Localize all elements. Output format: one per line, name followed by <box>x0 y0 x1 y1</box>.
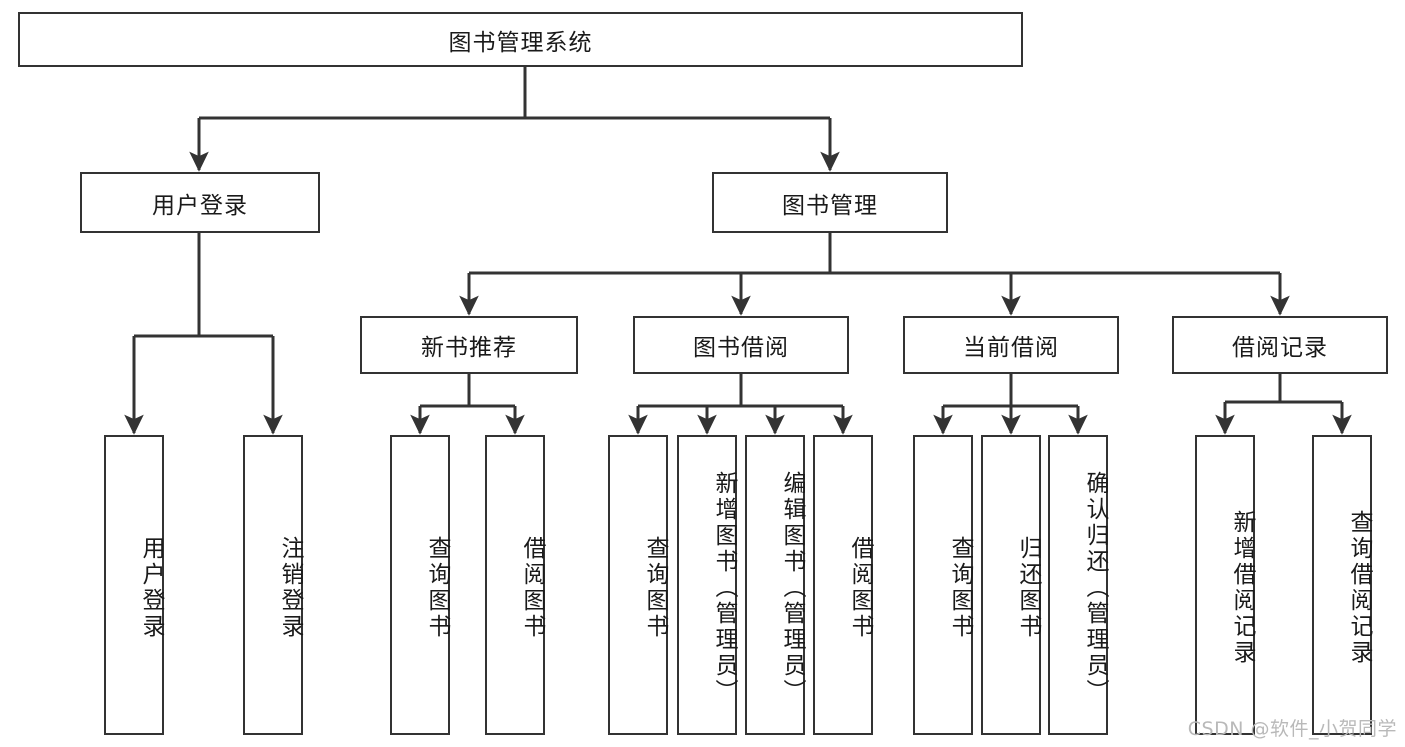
node-leaf-cur-query-book-label: 查询图书 <box>947 536 973 640</box>
node-leaf-add-borrow-record-label: 新增借阅记录 <box>1229 510 1255 666</box>
node-leaf-confirm-return-label: 确认归还（管理员） <box>1082 471 1108 705</box>
node-leaf-return-book-label: 归还图书 <box>1015 536 1041 640</box>
node-leaf-return-book[interactable]: 归还图书 <box>981 435 1041 735</box>
node-book-manage-label: 图书管理 <box>782 192 878 219</box>
node-book-borrow-label: 图书借阅 <box>693 335 789 361</box>
node-leaf-user-login[interactable]: 用户登录 <box>104 435 164 735</box>
node-leaf-rec-query-book-label: 查询图书 <box>424 536 450 640</box>
node-book-borrow[interactable]: 图书借阅 <box>633 316 849 374</box>
node-new-book-recommend-label: 新书推荐 <box>421 335 517 361</box>
node-leaf-confirm-return[interactable]: 确认归还（管理员） <box>1048 435 1108 735</box>
node-user-login-label: 用户登录 <box>152 192 248 219</box>
node-leaf-user-login-label: 用户登录 <box>138 536 164 640</box>
node-leaf-borrow-book-label: 借阅图书 <box>847 536 873 640</box>
node-leaf-query-borrow-record[interactable]: 查询借阅记录 <box>1312 435 1372 735</box>
node-user-login[interactable]: 用户登录 <box>80 172 320 233</box>
node-leaf-edit-book-label: 编辑图书（管理员） <box>779 471 805 705</box>
node-current-borrow[interactable]: 当前借阅 <box>903 316 1119 374</box>
node-leaf-add-book[interactable]: 新增图书（管理员） <box>677 435 737 735</box>
csdn-watermark: CSDN @软件_小贺同学 <box>1187 718 1397 740</box>
node-leaf-logout-label: 注销登录 <box>277 536 303 640</box>
node-root[interactable]: 图书管理系统 <box>18 12 1023 67</box>
node-leaf-rec-query-book[interactable]: 查询图书 <box>390 435 450 735</box>
node-leaf-rec-borrow-book[interactable]: 借阅图书 <box>485 435 545 735</box>
node-leaf-edit-book[interactable]: 编辑图书（管理员） <box>745 435 805 735</box>
node-current-borrow-label: 当前借阅 <box>963 335 1059 361</box>
node-leaf-borrow-query-book[interactable]: 查询图书 <box>608 435 668 735</box>
node-leaf-borrow-query-book-label: 查询图书 <box>642 536 668 640</box>
node-borrow-record-label: 借阅记录 <box>1232 335 1328 361</box>
node-book-manage[interactable]: 图书管理 <box>712 172 948 233</box>
node-leaf-add-borrow-record[interactable]: 新增借阅记录 <box>1195 435 1255 735</box>
node-new-book-recommend[interactable]: 新书推荐 <box>360 316 578 374</box>
node-borrow-record[interactable]: 借阅记录 <box>1172 316 1388 374</box>
node-root-label: 图书管理系统 <box>448 29 593 56</box>
node-leaf-borrow-book[interactable]: 借阅图书 <box>813 435 873 735</box>
node-leaf-rec-borrow-book-label: 借阅图书 <box>519 536 545 640</box>
node-leaf-add-book-label: 新增图书（管理员） <box>711 471 737 705</box>
node-leaf-query-borrow-record-label: 查询借阅记录 <box>1346 510 1372 666</box>
node-leaf-logout[interactable]: 注销登录 <box>243 435 303 735</box>
node-leaf-cur-query-book[interactable]: 查询图书 <box>913 435 973 735</box>
